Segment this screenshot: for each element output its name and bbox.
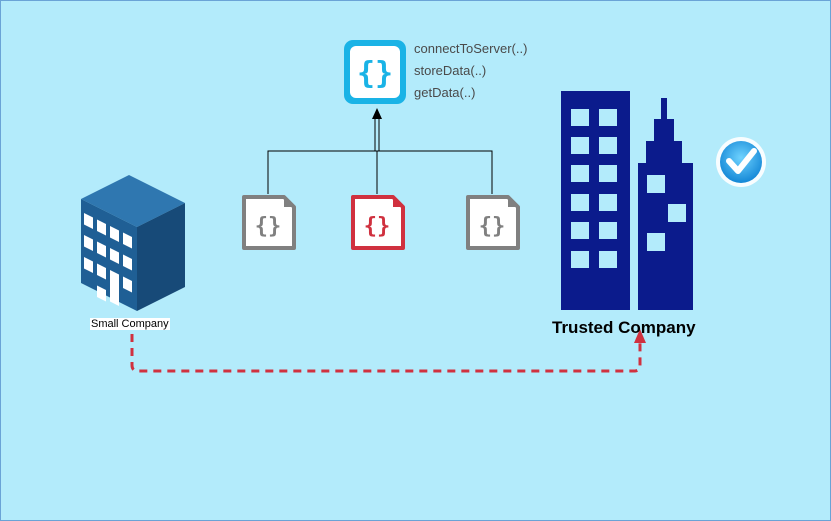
code-file-icon-right: {} <box>466 195 520 250</box>
code-file-icon-middle: {} <box>351 195 405 250</box>
svg-text:{}: {} <box>479 214 506 239</box>
trusted-company-label: Trusted Company <box>552 318 696 337</box>
code-file-icon-left: {} <box>242 195 296 250</box>
connector-lines <box>267 108 493 194</box>
office-building-icon <box>81 175 185 311</box>
api-method-get: getData(..) <box>414 85 476 100</box>
dashed-link <box>130 329 646 373</box>
svg-text:{}: {} <box>357 56 393 91</box>
curly-braces-icon: {} <box>344 40 406 104</box>
svg-text:{}: {} <box>255 214 282 239</box>
checkmark-badge-icon <box>716 137 766 187</box>
api-method-store: storeData(..) <box>414 63 487 78</box>
api-method-connect: connectToServer(..) <box>414 41 528 56</box>
svg-text:{}: {} <box>364 214 391 239</box>
small-company-label: Small Company <box>90 318 170 330</box>
skyscraper-icon <box>561 91 693 310</box>
